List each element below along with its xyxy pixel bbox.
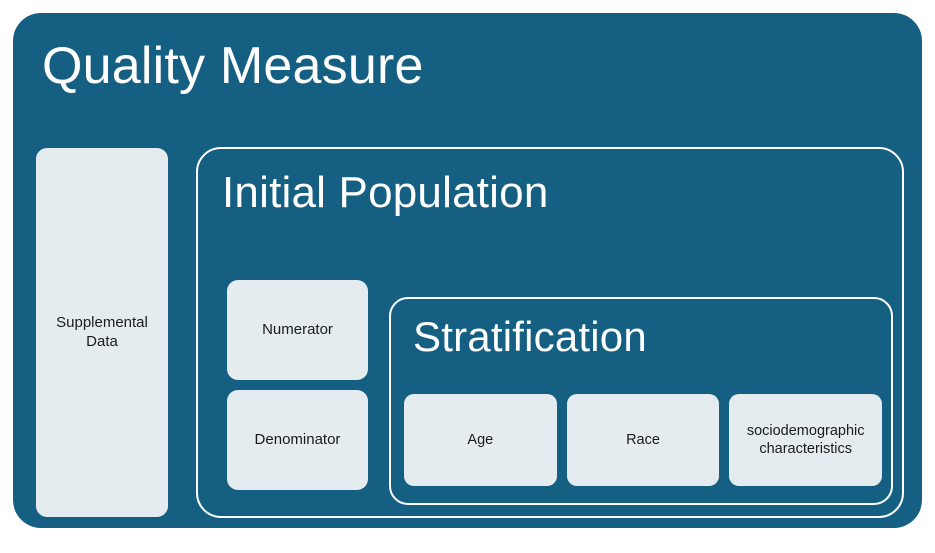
supplemental-data-label: Supplemental Data xyxy=(56,314,148,350)
stratification-category-age: Age xyxy=(404,394,557,486)
stratification-category-sociodemographic: sociodemographic characteristics xyxy=(729,394,883,486)
stratification-category-race: Race xyxy=(566,394,720,486)
stratification-container: Stratification Age Race sociodemographic… xyxy=(389,297,893,505)
race-label: Race xyxy=(626,431,660,448)
stratification-category-row: Age Race sociodemographic characteristic… xyxy=(404,394,883,486)
quality-measure-title: Quality Measure xyxy=(42,37,424,95)
denominator-label: Denominator xyxy=(254,430,341,448)
sociodemographic-characteristics-label: sociodemographic characteristics xyxy=(746,422,865,457)
supplemental-data-box: Supplemental Data xyxy=(36,148,168,517)
age-label: Age xyxy=(467,431,494,448)
initial-population-title: Initial Population xyxy=(222,168,549,217)
stratification-title: Stratification xyxy=(413,313,647,360)
numerator-label: Numerator xyxy=(262,320,333,338)
denominator-box: Denominator xyxy=(227,390,368,490)
initial-population-container: Initial Population Numerator Denominator… xyxy=(196,147,904,518)
numerator-box: Numerator xyxy=(227,280,368,380)
quality-measure-container: Quality Measure Supplemental Data Initia… xyxy=(13,13,922,528)
